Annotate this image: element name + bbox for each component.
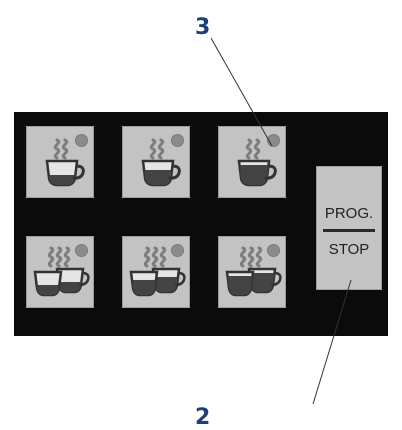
indicator-led xyxy=(171,244,184,257)
indicator-led xyxy=(267,244,280,257)
single-cup-medium-fill-icon xyxy=(141,138,181,187)
double-cup-high-fill-icon xyxy=(225,246,282,297)
callout-number-2: 2 xyxy=(195,405,211,430)
control-panel: PROG. STOP xyxy=(14,112,388,336)
callout-number-3: 3 xyxy=(195,15,211,40)
callout-3-leader-line xyxy=(210,37,273,147)
double-cup-low-fill-icon xyxy=(33,246,90,297)
stop-label: STOP xyxy=(328,241,370,258)
double-cup-high-fill-button[interactable] xyxy=(218,236,286,308)
double-cup-medium-fill-button[interactable] xyxy=(122,236,190,308)
double-cup-low-fill-button[interactable] xyxy=(26,236,94,308)
prog-stop-divider xyxy=(323,229,375,232)
callout-2-leader-line xyxy=(312,279,352,405)
prog-stop-button[interactable]: PROG. STOP xyxy=(316,166,382,290)
single-cup-low-fill-button[interactable] xyxy=(26,126,94,198)
single-cup-high-fill-icon xyxy=(237,138,277,187)
indicator-led xyxy=(171,134,184,147)
indicator-led xyxy=(75,244,88,257)
single-cup-medium-fill-button[interactable] xyxy=(122,126,190,198)
prog-label: PROG. xyxy=(324,205,374,222)
double-cup-medium-fill-icon xyxy=(129,246,186,297)
single-cup-low-fill-icon xyxy=(45,138,85,187)
indicator-led xyxy=(75,134,88,147)
